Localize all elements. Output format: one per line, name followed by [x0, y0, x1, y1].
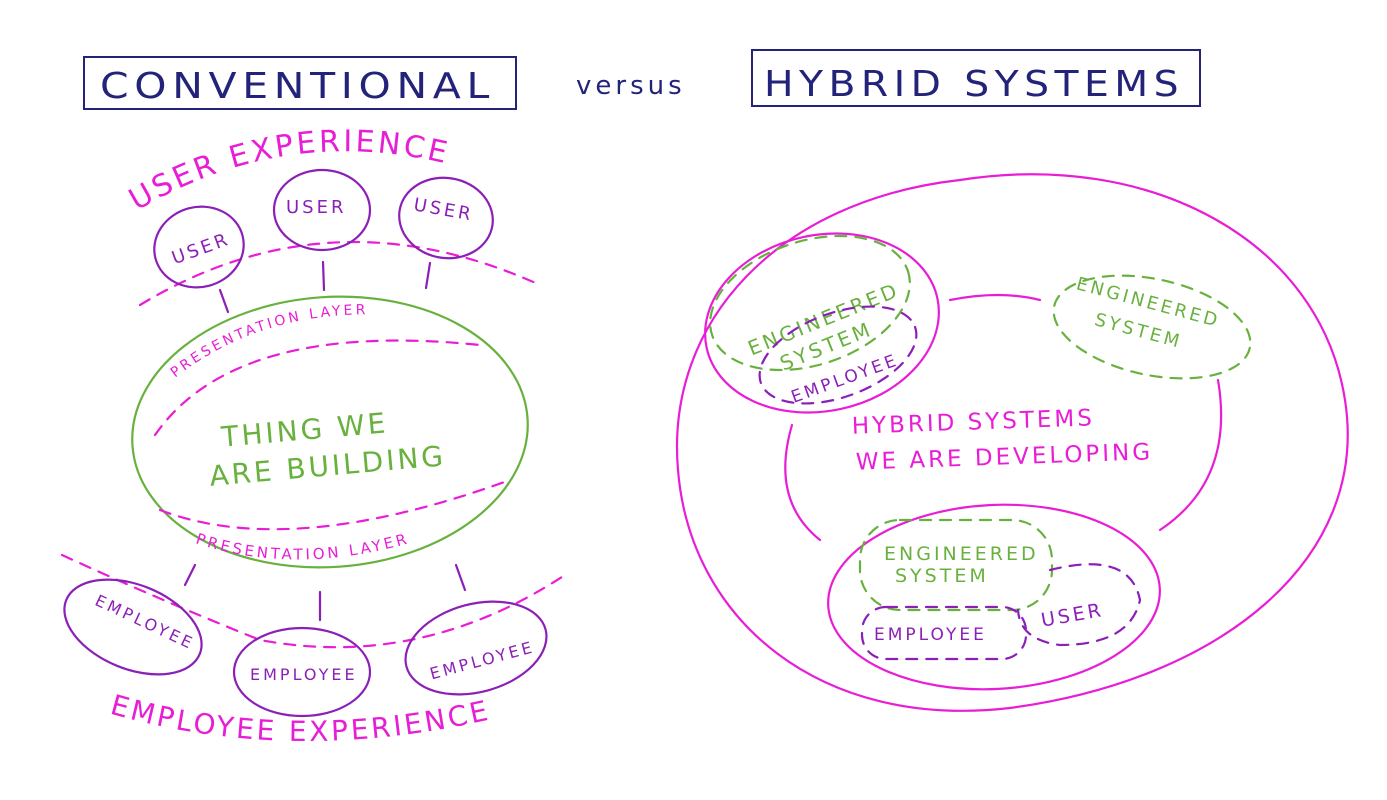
user-connector-1	[218, 288, 230, 314]
bottom-engineered-line-2: SYSTEM	[895, 565, 989, 587]
bottom-user-boundary	[1016, 563, 1142, 647]
versus-label: versus	[576, 71, 686, 101]
employee-circle-3	[404, 600, 548, 696]
hybrid-outer-boundary	[675, 173, 1349, 712]
hybrid-title-box	[751, 49, 1201, 107]
user-circle-2	[272, 168, 372, 252]
employee-experience-label: EMPLOYEE EXPERIENCE	[107, 688, 493, 748]
user-connector-2	[321, 260, 326, 292]
hybrid-center-line-2: WE ARE DEVELOPING	[855, 439, 1153, 475]
conventional-title-box	[83, 56, 517, 110]
user-label-2: USER	[286, 197, 346, 218]
employee-label-2: EMPLOYEE	[250, 665, 358, 684]
thing-we-are-building-boundary	[131, 295, 529, 569]
bottom-cluster-boundary	[827, 503, 1161, 691]
user-experience-boundary	[138, 241, 542, 307]
bottom-engineered-line-1: ENGINEERED	[884, 543, 1039, 565]
bottom-employee-label: EMPLOYEE	[874, 625, 987, 645]
title-row: CONVENTIONAL versus HYBRID SYSTEMS	[83, 49, 1201, 110]
employee-label-1: EMPLOYEE	[92, 591, 198, 654]
bottom-engineered-boundary	[858, 518, 1054, 612]
hybrid-inner-ring-right	[1158, 378, 1223, 532]
employee-circle-1	[63, 578, 203, 676]
top-left-cluster-boundary	[704, 232, 940, 414]
bottom-employee-boundary	[860, 605, 1028, 661]
employee-experience-boundary	[60, 553, 567, 649]
bottom-user-label: USER	[1039, 599, 1105, 632]
conventional-diagram: USER EXPERIENCE USER USER USER PRESENTAT…	[60, 124, 567, 748]
employee-circle-2	[232, 626, 372, 718]
top-left-employee-boundary	[758, 305, 918, 405]
user-circle-1	[153, 205, 245, 289]
presentation-layer-bottom-label: PRESENTATION LAYER	[194, 529, 412, 563]
hybrid-center-line-1: HYBRID SYSTEMS	[851, 405, 1095, 439]
hybrid-title: HYBRID SYSTEMS	[764, 64, 1184, 105]
presentation-layer-top-divider	[153, 339, 482, 437]
top-left-engineered-boundary	[709, 234, 911, 372]
hybrid-diagram: ENGINEERED SYSTEM EMPLOYEE ENGINEERED SY…	[675, 173, 1349, 712]
conventional-title: CONVENTIONAL	[100, 66, 495, 107]
employee-connector-1	[183, 563, 197, 587]
user-circle-3	[398, 176, 494, 260]
presentation-layer-top-label: PRESENTATION LAYER	[168, 302, 369, 381]
top-right-engineered-boundary	[1052, 274, 1252, 380]
hybrid-inner-ring-left	[784, 423, 822, 542]
user-connector-3	[424, 261, 432, 290]
hybrid-inner-ring-top	[948, 293, 1042, 302]
user-label-1: USER	[169, 229, 233, 269]
employee-connector-3	[454, 563, 467, 592]
user-label-3: USER	[412, 194, 475, 225]
